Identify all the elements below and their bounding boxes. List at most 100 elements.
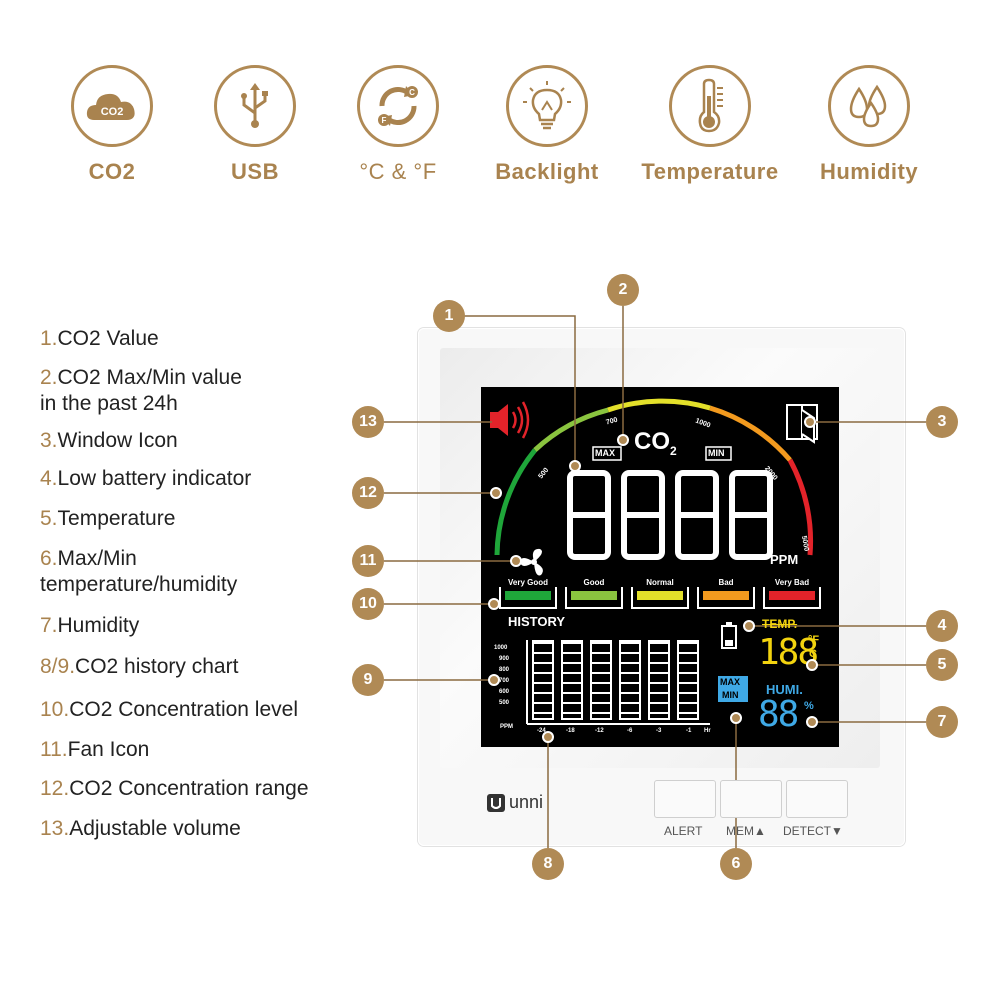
callout-1: 1 bbox=[433, 300, 465, 332]
level-box bbox=[631, 587, 689, 609]
history-bar bbox=[677, 640, 699, 720]
level-label: Bad bbox=[718, 578, 734, 587]
svg-text:F: F bbox=[382, 116, 387, 125]
humi-label: HUMI. bbox=[766, 682, 803, 697]
callout-6: 6 bbox=[720, 848, 752, 880]
history-bar bbox=[648, 640, 670, 720]
callout-dot bbox=[490, 487, 502, 499]
feature-temperature: Temperature bbox=[630, 65, 790, 185]
history-bar bbox=[561, 640, 583, 720]
callout-13: 13 bbox=[352, 406, 384, 438]
legend-item: 3.Window Icon bbox=[40, 429, 178, 452]
humi-digits: 88 bbox=[758, 694, 799, 735]
mm-max-label: MAX bbox=[720, 677, 740, 687]
level-bar-good bbox=[571, 591, 617, 600]
feature-label: Temperature bbox=[641, 159, 779, 184]
legend-item: 13.Adjustable volume bbox=[40, 817, 241, 840]
usb-icon bbox=[214, 65, 296, 147]
level-label: Good bbox=[583, 578, 605, 587]
seven-segment-digit bbox=[729, 470, 773, 560]
callout-dot bbox=[569, 460, 581, 472]
callout-dot bbox=[806, 716, 818, 728]
callout-7: 7 bbox=[926, 706, 958, 738]
seven-segment-digit bbox=[621, 470, 665, 560]
detect-button[interactable] bbox=[786, 780, 848, 818]
callout-9: 9 bbox=[352, 664, 384, 696]
level-bar-bad bbox=[703, 591, 749, 600]
co2-min-label: MIN bbox=[708, 448, 725, 458]
history-bar bbox=[619, 640, 641, 720]
callout-dot bbox=[617, 434, 629, 446]
level-bar-very-bad bbox=[769, 591, 815, 600]
legend-item: 7.Humidity bbox=[40, 614, 140, 637]
level-label: Very Bad bbox=[774, 578, 810, 587]
callout-11: 11 bbox=[352, 545, 384, 577]
callout-12: 12 bbox=[352, 477, 384, 509]
history-y-tick: 500 bbox=[499, 700, 510, 706]
legend-item: 1.CO2 Value bbox=[40, 327, 159, 350]
level-label: Very Good bbox=[507, 578, 548, 587]
svg-text:C: C bbox=[409, 88, 415, 97]
callout-8: 8 bbox=[532, 848, 564, 880]
alert-button-label: ALERT bbox=[664, 824, 703, 838]
legend-item: 4.Low battery indicator bbox=[40, 467, 252, 490]
callout-dot bbox=[806, 659, 818, 671]
mem-button-label: MEM▲ bbox=[726, 824, 766, 838]
history-y-tick: 700 bbox=[499, 678, 510, 684]
brand-name: unni bbox=[509, 792, 544, 812]
callout-dot bbox=[488, 598, 500, 610]
history-bar bbox=[532, 640, 554, 720]
feature-backlight: Backlight bbox=[467, 65, 627, 185]
feature-label: Humidity bbox=[819, 159, 919, 184]
callout-dot bbox=[804, 416, 816, 428]
callout-dot bbox=[510, 555, 522, 567]
level-box bbox=[565, 587, 623, 609]
callout-dot bbox=[542, 731, 554, 743]
feature-humidity: Humidity bbox=[789, 65, 949, 185]
feature-label: °C & °F bbox=[359, 159, 437, 184]
history-y-tick: 1000 bbox=[494, 645, 508, 651]
history-title: HISTORY bbox=[508, 614, 566, 629]
callout-dot bbox=[488, 674, 500, 686]
level-box bbox=[499, 587, 557, 609]
feature-label: USB bbox=[231, 159, 279, 184]
legend-item: 11.Fan Icon bbox=[40, 738, 150, 761]
feature-label: Backlight bbox=[495, 159, 599, 184]
callout-5: 5 bbox=[926, 649, 958, 681]
history-x-tick: -18 bbox=[566, 728, 575, 734]
temp-unit-f: °F bbox=[808, 634, 820, 646]
legend-item: 12.CO2 Concentration range bbox=[40, 777, 309, 800]
co2-max-label: MAX bbox=[595, 448, 615, 458]
thermometer-icon bbox=[669, 65, 751, 147]
history-y-tick: 800 bbox=[499, 667, 510, 673]
history-y-tick: 900 bbox=[499, 656, 510, 662]
callout-2: 2 bbox=[607, 274, 639, 306]
feature-co2: CO2 CO2 bbox=[32, 65, 192, 185]
callout-3: 3 bbox=[926, 406, 958, 438]
mem-button[interactable] bbox=[720, 780, 782, 818]
legend-item: 5.Temperature bbox=[40, 507, 176, 530]
level-box bbox=[763, 587, 821, 609]
legend-item: 8/9.CO2 history chart bbox=[40, 655, 239, 678]
alert-button[interactable] bbox=[654, 780, 716, 818]
history-bar bbox=[590, 640, 612, 720]
co2-title: CO2 bbox=[634, 428, 677, 458]
callout-dot bbox=[730, 712, 742, 724]
temp-unit-c: C bbox=[809, 648, 817, 660]
temp-label: TEMP. bbox=[762, 617, 798, 631]
callout-10: 10 bbox=[352, 588, 384, 620]
ppm-unit: PPM bbox=[770, 552, 799, 567]
history-x-tick: -24 bbox=[537, 728, 546, 734]
temperature-unit-switch-icon: C F bbox=[357, 65, 439, 147]
level-bar-normal bbox=[637, 591, 683, 600]
level-bar-very-good bbox=[505, 591, 551, 600]
mm-min-label: MIN bbox=[722, 690, 739, 700]
callout-4: 4 bbox=[926, 610, 958, 642]
history-y-tick: 600 bbox=[499, 689, 510, 695]
humi-unit: % bbox=[804, 700, 814, 712]
history-ppm-label: PPM bbox=[500, 724, 514, 730]
water-drops-icon bbox=[828, 65, 910, 147]
